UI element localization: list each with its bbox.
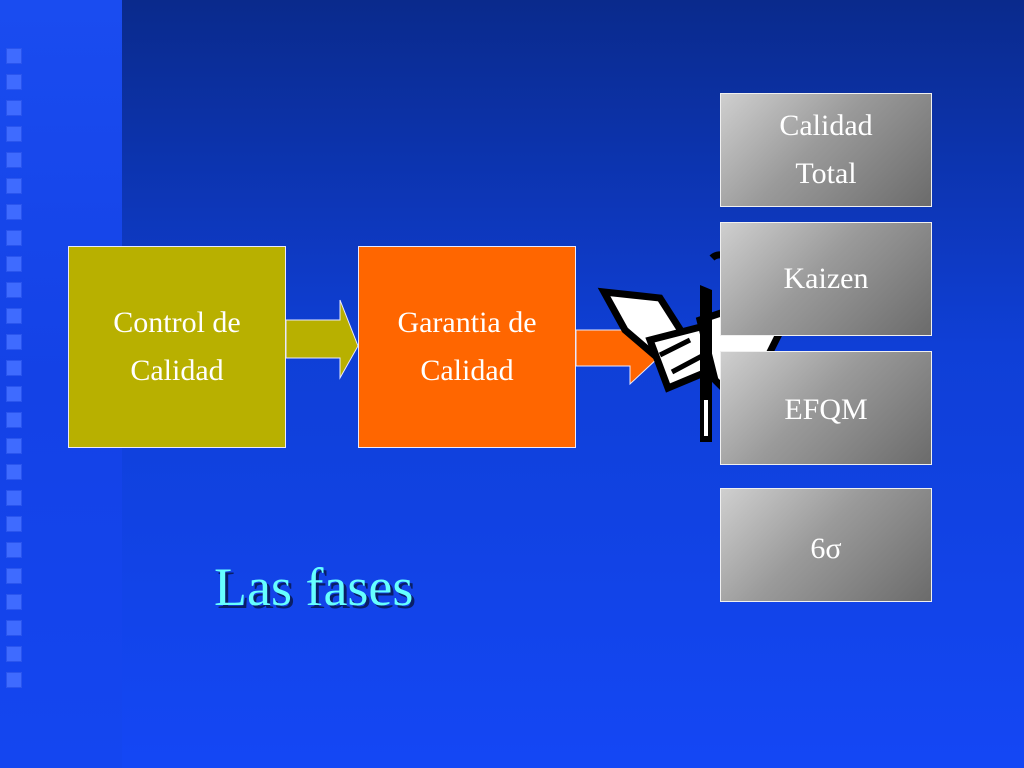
approach-six-sigma: 6σ [720, 488, 932, 602]
decorative-square [6, 308, 22, 324]
decorative-square [6, 568, 22, 584]
phase-control-de-calidad: Control de Calidad [68, 246, 286, 448]
decorative-square [6, 620, 22, 636]
decorative-square [6, 282, 22, 298]
decorative-square [6, 542, 22, 558]
decorative-square [6, 100, 22, 116]
arrow-control-to-garantia [285, 299, 359, 380]
approach-label: 6σ [810, 532, 842, 565]
decorative-square [6, 490, 22, 506]
decorative-square [6, 464, 22, 480]
phase-garantia-de-calidad: Garantia de Calidad [358, 246, 576, 448]
approach-label: EFQM [784, 393, 868, 426]
decorative-square [6, 48, 22, 64]
decorative-square [6, 594, 22, 610]
approach-efqm: EFQM [720, 351, 932, 465]
decorative-square [6, 204, 22, 220]
decorative-square [6, 178, 22, 194]
phase-label-line: Calidad [420, 354, 514, 387]
decorative-square [6, 438, 22, 454]
approach-calidad-total: Calidad Total [720, 93, 932, 207]
decorative-square [6, 516, 22, 532]
decorative-square [6, 126, 22, 142]
decorative-square [6, 256, 22, 272]
decorative-square [6, 334, 22, 350]
slide-title: Las fases [214, 557, 414, 617]
decorative-square [6, 646, 22, 662]
decorative-square [6, 152, 22, 168]
phase-label-line: Control de [113, 306, 241, 339]
approach-label-line: Calidad [779, 109, 873, 142]
decorative-square [6, 360, 22, 376]
decorative-square [6, 386, 22, 402]
decorative-square [6, 230, 22, 246]
approach-label-line: Total [795, 157, 857, 190]
decorative-square [6, 74, 22, 90]
approach-kaizen: Kaizen [720, 222, 932, 336]
approach-label: Kaizen [783, 262, 869, 295]
decorative-square [6, 672, 22, 688]
phase-label-line: Calidad [130, 354, 224, 387]
decorative-square [6, 412, 22, 428]
phase-label-line: Garantia de [397, 306, 537, 339]
